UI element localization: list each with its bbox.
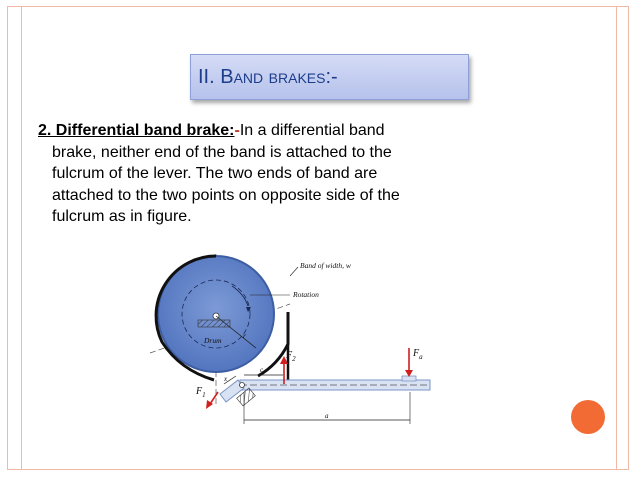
- label-f1-main: F: [195, 386, 203, 397]
- slide-frame-outer: [7, 6, 629, 470]
- decorative-orange-dot: [571, 400, 605, 434]
- label-rotation: Rotation: [292, 290, 319, 299]
- rotation-arrow: [231, 285, 249, 307]
- body-line-1: 2. Differential band brake:-In a differe…: [38, 120, 528, 142]
- label-f2-main: F: [285, 350, 293, 361]
- label-drum: Drum: [203, 336, 222, 345]
- label-fa-sub: a: [419, 353, 423, 361]
- fa-arrowhead: [405, 370, 413, 377]
- lever-pivot: [239, 382, 245, 388]
- f2-arrowhead: [280, 356, 288, 364]
- body-line-1-text: In a differential band: [239, 122, 385, 139]
- radius-line: [215, 315, 257, 349]
- drum-support-hatch: [197, 319, 231, 328]
- label-f1: F1: [195, 386, 206, 399]
- lever-fulcrum: [236, 387, 256, 407]
- label-f2-sub: 2: [292, 355, 296, 363]
- f1-arrowhead: [206, 400, 213, 409]
- body-line-3: fulcrum of the lever. The two ends of ba…: [52, 165, 378, 182]
- band-left: [154, 254, 217, 382]
- body-line-4: attached to the two points on opposite s…: [52, 186, 400, 204]
- leader-band-width: [289, 266, 299, 277]
- lever-arm: [219, 379, 245, 403]
- label-dim-c: c: [260, 366, 264, 374]
- slide-title: II. Band brakes:-: [198, 66, 338, 88]
- section-heading: 2. Differential band brake:: [38, 122, 235, 139]
- label-dim-x: x: [223, 375, 228, 383]
- label-dim-a: a: [325, 412, 329, 420]
- body-line-5: fulcrum as in figure.: [52, 208, 192, 225]
- band-brake-diagram: Band of width, w Rotation Drum r c x a F…: [149, 254, 431, 424]
- rotation-circle: [181, 279, 251, 349]
- dim-x-line: [223, 375, 237, 385]
- label-f2: F2: [285, 350, 296, 363]
- body-text: 2. Differential band brake:-In a differe…: [38, 120, 528, 228]
- label-fa-main: F: [412, 348, 420, 359]
- label-band-width: Band of width, w: [300, 261, 351, 270]
- label-radius: r: [243, 331, 246, 340]
- f1-arrow-shaft: [209, 391, 219, 405]
- title-box: II. Band brakes:-: [190, 54, 469, 100]
- section-heading-dash: -: [234, 122, 240, 139]
- label-fa: Fa: [412, 348, 423, 361]
- body-line-2: brake, neither end of the band is attach…: [52, 143, 392, 161]
- slide-frame-inner: [21, 6, 617, 470]
- label-f1-sub: 1: [202, 391, 206, 399]
- rotation-arrowhead: [246, 307, 251, 312]
